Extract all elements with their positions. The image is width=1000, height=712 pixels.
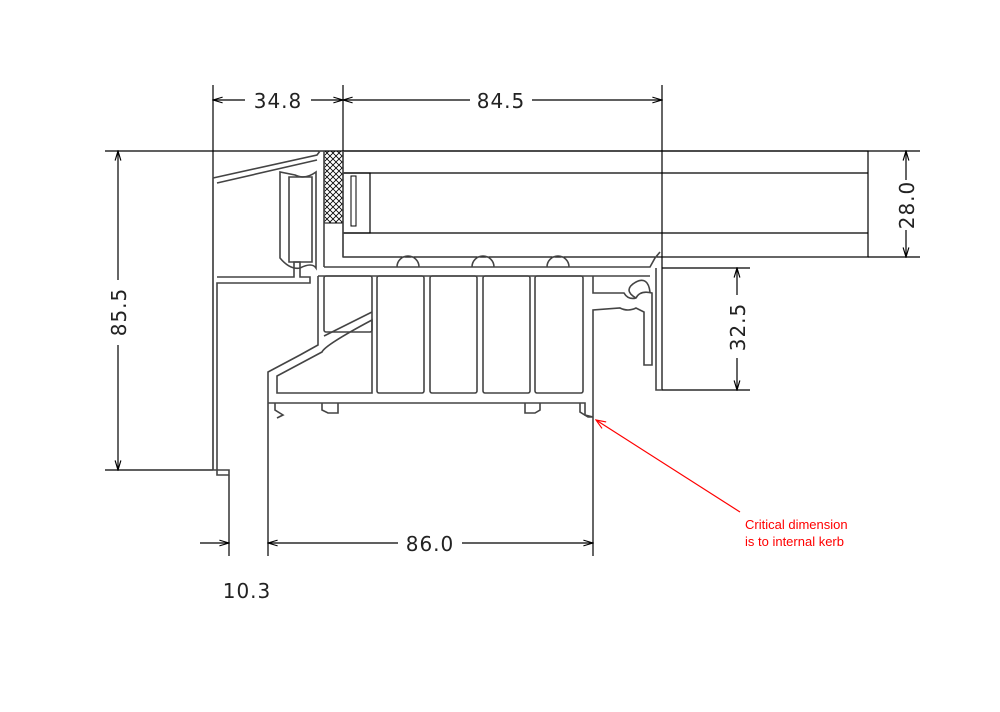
annotation-leader-arrow: [596, 420, 741, 513]
dimension-lines: [118, 100, 906, 543]
glass-unit: [342, 150, 869, 258]
sill-profile: [267, 151, 662, 419]
annotation-line-1: Critical dimension: [745, 517, 848, 532]
dim-glass-thickness: 28.0: [895, 181, 919, 230]
dim-overall-height: 85.5: [107, 288, 131, 337]
frame-profile: [212, 150, 325, 476]
dim-frame-projection: 34.8: [254, 89, 303, 113]
glazing-gasket-hatch: [323, 150, 344, 224]
extension-lines: [105, 85, 920, 556]
dim-foot-offset: 10.3: [223, 579, 272, 603]
dim-kerb-width: 86.0: [406, 532, 455, 556]
annotation-line-2: is to internal kerb: [745, 534, 844, 549]
dim-glass-to-bead: 84.5: [477, 89, 526, 113]
dim-sill-step: 32.5: [726, 303, 750, 352]
